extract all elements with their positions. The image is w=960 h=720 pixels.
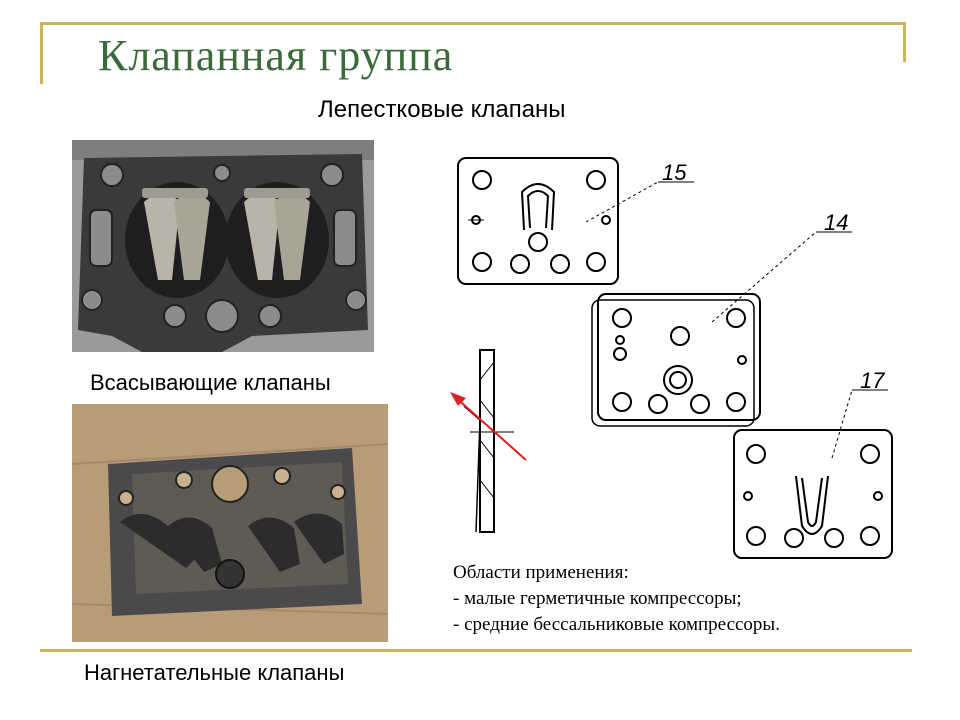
page-title: Клапанная группа <box>98 31 454 80</box>
callout-15: 15 <box>662 160 687 185</box>
suction-valves-photo <box>72 140 374 352</box>
discharge-valves-photo <box>72 404 388 642</box>
valve-technical-drawing: 15 14 17 <box>450 157 893 559</box>
frame-line-top <box>40 22 906 25</box>
frame-line-bottom <box>40 649 912 652</box>
callout-14: 14 <box>824 210 848 235</box>
frame-line-vertical <box>40 22 43 84</box>
flow-arrow-head <box>450 392 466 406</box>
discharge-valves-label: Нагнетательные клапаны <box>84 660 345 685</box>
callout-17: 17 <box>860 368 885 393</box>
notes-item: - средние бессальниковые компрессоры. <box>453 614 780 635</box>
notes-item: - малые герметичные компрессоры; <box>453 588 742 609</box>
flow-arrow <box>453 395 527 461</box>
application-notes: Области применения: - малые герметичные … <box>453 560 780 638</box>
page-subtitle: Лепестковые клапаны <box>318 96 566 123</box>
frame-line-right <box>903 22 906 62</box>
notes-heading: Области применения: <box>453 562 629 583</box>
suction-valves-label: Всасывающие клапаны <box>90 370 331 395</box>
